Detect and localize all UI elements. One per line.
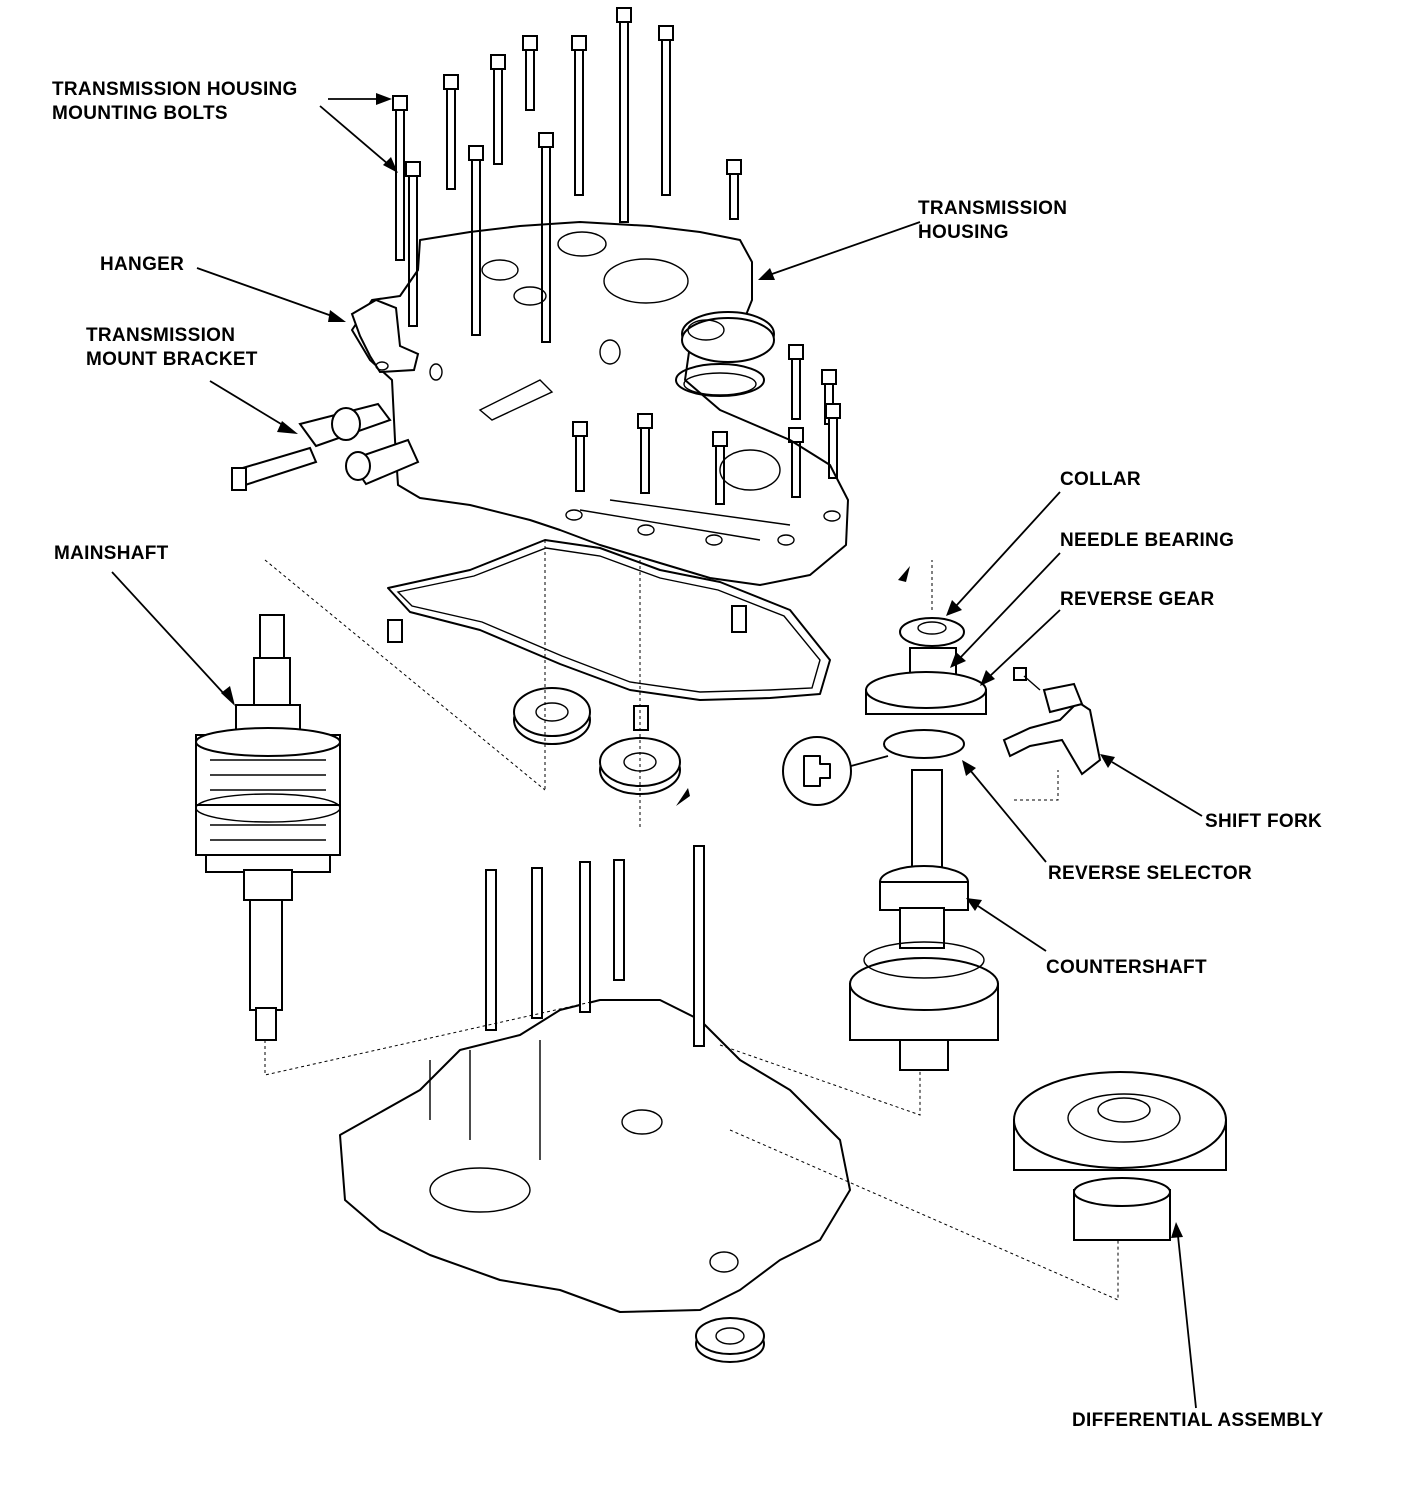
label-reverse-gear: REVERSE GEAR (1060, 589, 1215, 610)
gasket-shape (387, 539, 831, 701)
mounting-bolts (392, 7, 841, 505)
transmission-case-lower (339, 845, 851, 1363)
differential-shape (1013, 1071, 1227, 1241)
countershaft-shape (849, 617, 999, 1071)
label-countershaft: COUNTERSHAFT (1046, 957, 1207, 978)
leader-lines (111, 93, 1203, 1409)
label-mainshaft: MAINSHAFT (54, 543, 169, 564)
bearings (513, 687, 681, 795)
label-needle-bearing: NEEDLE BEARING (1060, 530, 1235, 551)
assembly-guide-lines (264, 540, 1119, 1301)
mainshaft-shape (195, 614, 341, 1041)
label-differential-assembly: DIFFERENTIAL ASSEMBLY (1072, 1410, 1324, 1431)
hanger-shape (350, 298, 420, 374)
mount-bracket-shape (231, 402, 420, 491)
reverse-selector-inset (782, 736, 889, 806)
label-mounting-bolts: TRANSMISSION HOUSING MOUNTING BOLTS (52, 79, 298, 124)
label-reverse-selector: REVERSE SELECTOR (1048, 863, 1252, 884)
transmission-housing-shape (351, 221, 849, 586)
label-transmission-housing: TRANSMISSION HOUSING (918, 198, 1068, 243)
label-collar: COLLAR (1060, 469, 1141, 490)
oil-seal-upper (675, 311, 775, 397)
shift-fork-shape (1002, 667, 1102, 776)
label-hanger: HANGER (100, 254, 185, 275)
label-mount-bracket: TRANSMISSION MOUNT BRACKET (86, 325, 258, 370)
label-shift-fork: SHIFT FORK (1205, 811, 1322, 832)
